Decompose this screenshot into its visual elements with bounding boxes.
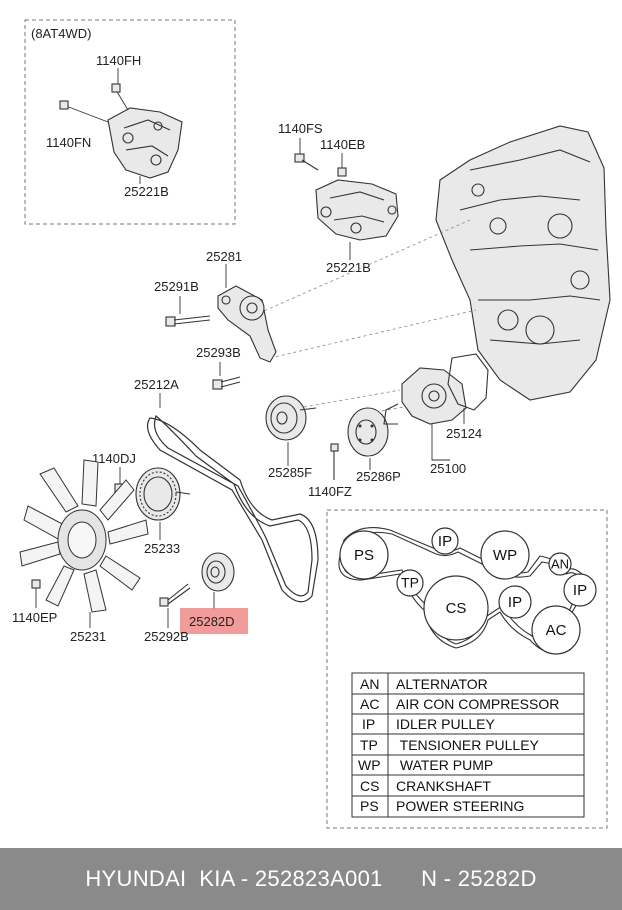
routing-wp-circle	[480, 530, 530, 580]
main-bracket	[315, 179, 399, 241]
routing-frame	[326, 509, 608, 829]
highlight-25282D	[180, 608, 248, 634]
label-25291B: 25291B	[154, 279, 199, 294]
legend-name-5: CRANKSHAFT	[396, 778, 491, 794]
idler-pulley	[265, 395, 317, 441]
routing-label-wp: WP	[493, 547, 517, 564]
inset-bracket	[107, 107, 183, 179]
footer-part-number: HYUNDAI KIA - 252823A001 N - 25282D	[85, 866, 537, 891]
legend-code-3: TP	[360, 737, 378, 753]
water-pump	[383, 367, 467, 425]
routing-label-tp: TP	[401, 575, 419, 591]
routing-pulleys	[339, 527, 597, 655]
label-25282D: 25282D	[189, 614, 235, 629]
routing-cs-circle	[423, 575, 489, 641]
bolt-1140FZ	[330, 443, 339, 480]
label-1140FN: 1140FN	[46, 135, 91, 150]
label-25124: 25124	[446, 426, 482, 441]
label-1140FS: 1140FS	[278, 121, 323, 136]
footer-bar: HYUNDAI KIA - 252823A001 N - 25282D	[0, 848, 622, 910]
bolt-1140EB	[337, 167, 347, 177]
routing-ip3-circle	[563, 573, 597, 607]
routing-an-circle	[548, 552, 572, 576]
bolt-25292B	[159, 583, 191, 607]
inset-title: (8AT4WD)	[31, 26, 91, 41]
label-25221B-inset: 25221B	[124, 184, 169, 199]
routing-label-ps: PS	[354, 547, 374, 564]
routing-label-ip3: IP	[573, 582, 587, 599]
label-1140FZ: 1140FZ	[308, 484, 352, 499]
pulley-25282D	[201, 552, 235, 592]
label-25285F: 25285F	[268, 465, 312, 480]
routing-label-ip1: IP	[438, 533, 452, 550]
bolt-25293B	[212, 376, 241, 390]
bolt-1140FS	[294, 153, 319, 171]
routing-ip2-circle	[498, 585, 532, 619]
parts-diagram: (8AT4WD) 1140FH 1140FN 25221B 1140FS 114…	[12, 19, 611, 829]
label-1140EB: 1140EB	[320, 137, 365, 152]
label-1140EP: 1140EP	[12, 610, 57, 625]
routing-label-cs: CS	[446, 600, 467, 617]
legend-name-3: TENSIONER PULLEY	[396, 737, 540, 753]
label-25212A: 25212A	[134, 377, 179, 392]
legend-table: AN ALTERNATOR AC AIR CON COMPRESSOR IP I…	[351, 672, 585, 818]
label-25292B: 25292B	[144, 629, 189, 644]
routing-ip1-circle	[431, 527, 459, 555]
label-25231: 25231	[70, 629, 106, 644]
legend-name-0: ALTERNATOR	[396, 676, 488, 692]
pump-gasket	[447, 353, 489, 411]
engine-block	[435, 125, 611, 401]
inset-frame	[24, 19, 236, 225]
legend-code-4: WP	[358, 757, 381, 773]
routing-tp-circle	[396, 569, 424, 597]
legend-code-6: PS	[360, 798, 379, 814]
routing-ac-circle	[531, 605, 581, 655]
drive-belt	[147, 414, 319, 603]
tensioner-assembly	[217, 285, 277, 363]
routing-label-ip2: IP	[508, 594, 522, 611]
label-25286P: 25286P	[356, 469, 401, 484]
legend-name-1: AIR CON COMPRESSOR	[396, 696, 559, 712]
legend-code-5: CS	[360, 778, 379, 794]
label-25233: 25233	[144, 541, 180, 556]
label-1140DJ: 1140DJ	[92, 451, 136, 466]
label-25293B: 25293B	[196, 345, 241, 360]
legend-name-4: WATER PUMP	[396, 757, 493, 773]
label-1140FH: 1140FH	[96, 53, 141, 68]
label-25100: 25100	[430, 461, 466, 476]
legend-code-1: AC	[360, 696, 379, 712]
routing-label-ac: AC	[546, 622, 567, 639]
cooling-fan	[19, 459, 149, 613]
routing-ps-circle	[339, 530, 389, 580]
bolt-1140EP	[31, 579, 41, 608]
label-25221B: 25221B	[326, 260, 371, 275]
routing-label-an: AN	[551, 556, 569, 571]
bolt-25291B	[165, 315, 211, 327]
legend-name-2: IDLER PULLEY	[396, 716, 495, 732]
fan-clutch	[135, 467, 191, 521]
legend-name-6: POWER STEERING	[396, 798, 524, 814]
legend-code-2: IP	[362, 716, 375, 732]
inset-bolts	[59, 83, 129, 123]
label-25281: 25281	[206, 249, 242, 264]
water-pump-pulley	[347, 407, 389, 457]
legend-code-0: AN	[360, 676, 379, 692]
